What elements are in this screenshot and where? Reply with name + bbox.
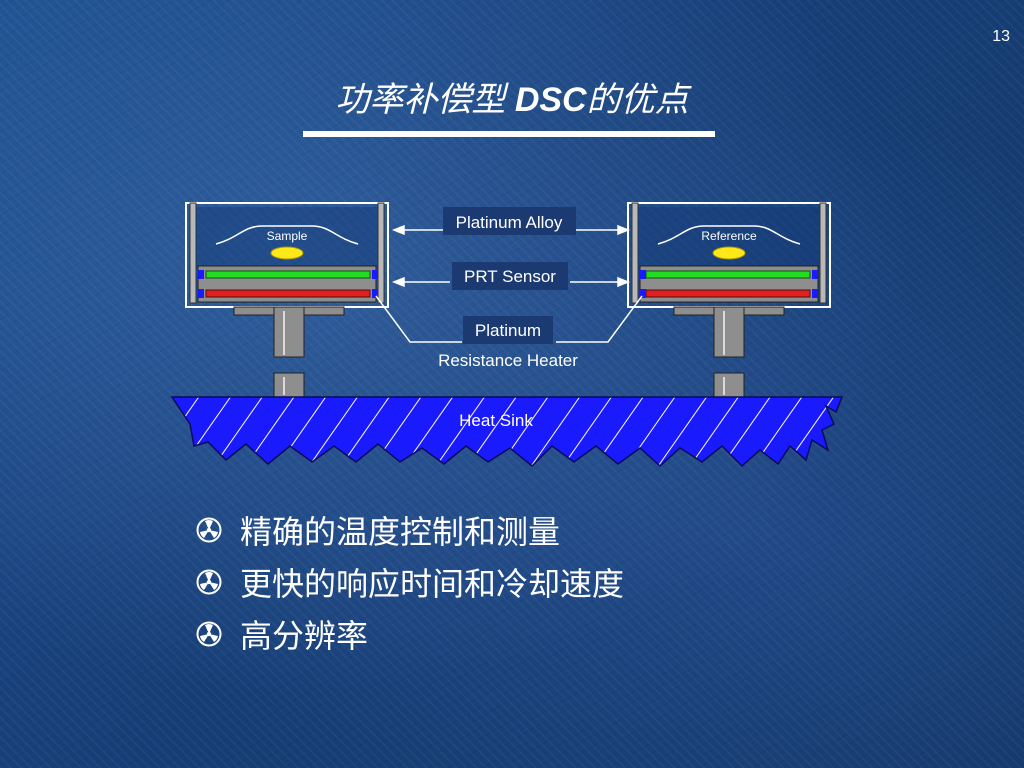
three-bladed-propeller-icon [196, 569, 222, 595]
sample-pan [270, 246, 304, 260]
title-cjk-prefix: 功率补偿型 [335, 81, 515, 119]
title-underline [303, 131, 715, 137]
heat-sink-label: Heat Sink [459, 411, 533, 430]
platinum-alloy-label: Platinum Alloy [456, 213, 563, 232]
list-item-text: 高分辨率 [240, 618, 369, 654]
platinum-label: Platinum [475, 321, 541, 340]
sample-holder: Sample [185, 202, 389, 398]
prt-sensor-sample [205, 270, 371, 279]
sample-label: Sample [267, 229, 308, 243]
list-item: 高分辨率 [196, 608, 624, 660]
reference-pan [712, 246, 746, 260]
prt-sensor-label: PRT Sensor [464, 267, 556, 286]
reference-holder: Reference [627, 202, 831, 398]
three-bladed-propeller-icon [196, 517, 222, 543]
title-cjk-suffix: 的优点 [586, 81, 689, 119]
platinum-alloy-box [443, 207, 576, 235]
list-item: 精确的温度控制和测量 [196, 504, 624, 556]
list-item-text: 精确的温度控制和测量 [240, 514, 561, 550]
heater-sample [205, 289, 371, 298]
advantages-list: 精确的温度控制和测量 更快的响应时间和冷却速度 高分辨率 [196, 504, 624, 660]
platinum-box [463, 316, 553, 344]
list-item: 更快的响应时间和冷却速度 [196, 556, 624, 608]
resistance-heater-label: Resistance Heater [438, 351, 578, 370]
reference-label: Reference [701, 229, 757, 243]
list-item-text: 更快的响应时间和冷却速度 [240, 566, 625, 602]
prt-sensor-reference [645, 270, 811, 279]
title-latin: DSC [514, 81, 587, 119]
page-number: 13 [992, 28, 1010, 45]
three-bladed-propeller-icon [196, 621, 222, 647]
slide-title: 功率补偿型 DSC的优点 [0, 72, 1024, 121]
heater-reference [645, 289, 811, 298]
heat-sink [170, 396, 844, 468]
prt-sensor-box [452, 262, 568, 290]
leader-lines [375, 224, 643, 343]
